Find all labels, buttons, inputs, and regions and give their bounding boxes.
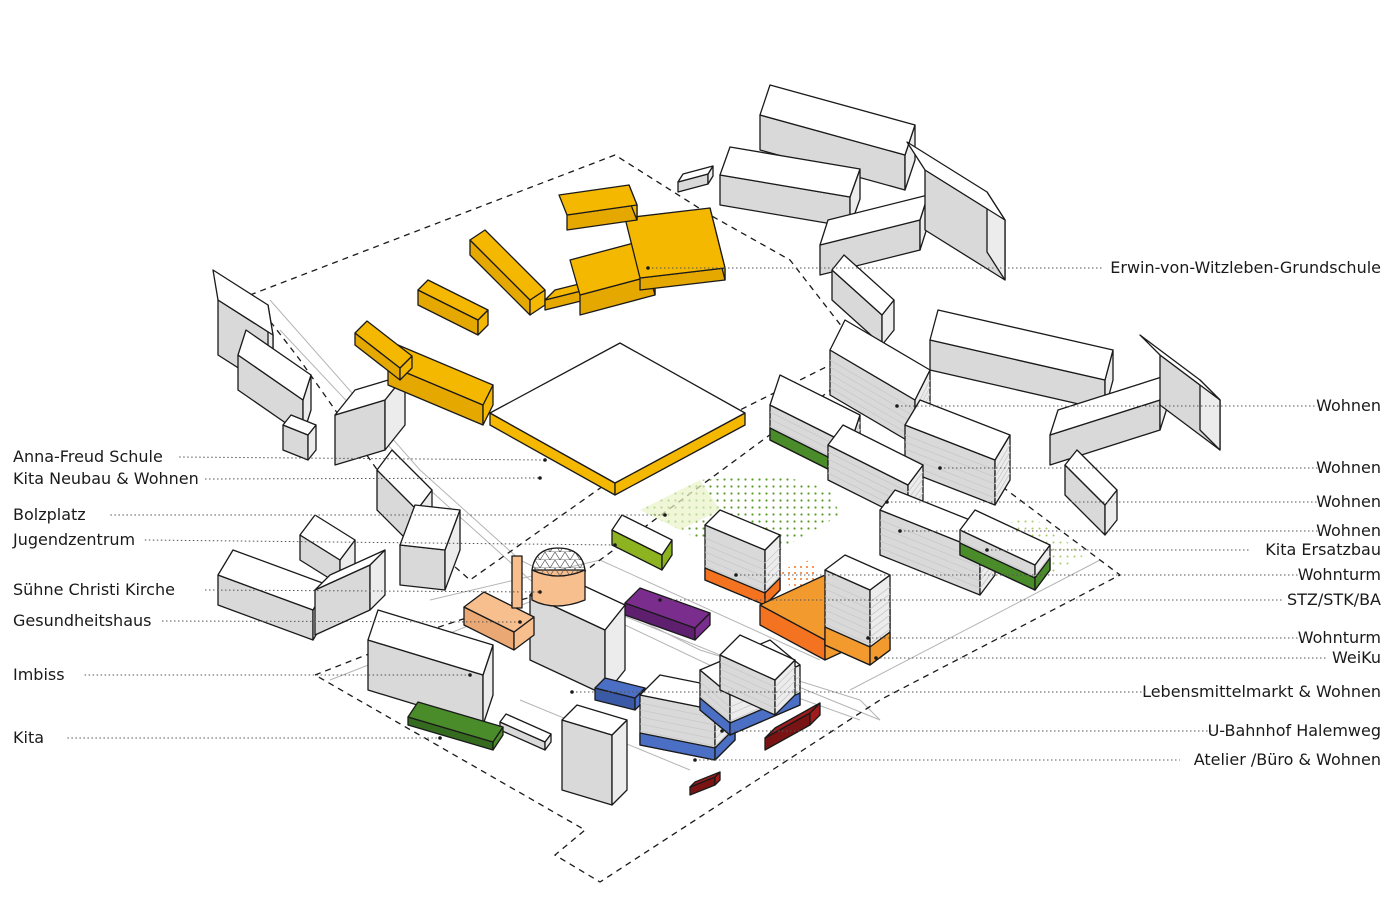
neutral-block: [759, 84, 916, 191]
neutral-block: [1064, 449, 1118, 536]
neutral-block: [831, 254, 895, 346]
site-boundaries: [248, 154, 1122, 883]
anna-freud-school: [489, 342, 746, 496]
label-left: Gesundheitshaus: [13, 611, 151, 630]
neutral-block: [282, 414, 317, 461]
neutral-block: [906, 141, 1006, 281]
atelier-small: [689, 771, 721, 796]
school-wing: [417, 279, 489, 336]
wohnturm-2: [824, 554, 891, 666]
buildings: [212, 84, 1221, 806]
label-right: Wohnen: [1316, 521, 1381, 540]
school-wing: [354, 320, 413, 381]
school-wing: [558, 184, 638, 231]
label-left: Kita Neubau & Wohnen: [13, 469, 199, 488]
jugendzentrum: [611, 514, 673, 571]
neutral-block: [929, 309, 1114, 411]
neutral-block: [314, 549, 386, 636]
neutral-block: [561, 704, 628, 806]
label-right: Wohnen: [1316, 396, 1381, 415]
school-wing: [387, 344, 494, 426]
neutral-block: [399, 504, 461, 591]
imbiss-building: [463, 591, 535, 651]
neutral-block: [1139, 334, 1221, 451]
label-left: Sühne Christi Kirche: [13, 580, 175, 599]
kita-ersatzbau: [959, 509, 1051, 591]
neutral-block: [719, 146, 861, 228]
label-right: STZ/STK/BA: [1287, 590, 1381, 609]
label-right: Erwin-von-Witzleben-Grundschule: [1110, 258, 1381, 277]
school-wing: [469, 229, 546, 316]
stz-stk-ba: [624, 587, 711, 641]
wohnen-block: [904, 399, 1011, 506]
kita: [407, 701, 504, 751]
label-left: Jugendzentrum: [12, 530, 135, 549]
label-right: Kita Ersatzbau: [1265, 540, 1381, 559]
wohnturm: [704, 509, 781, 606]
label-right: Wohnen: [1316, 492, 1381, 511]
neutral-block: [299, 514, 356, 586]
label-right: Atelier /Büro & Wohnen: [1194, 750, 1381, 769]
label-right: WeiKu: [1332, 648, 1381, 667]
neutral-block: [334, 374, 406, 466]
label-left: Imbiss: [13, 665, 65, 684]
label-left: Bolzplatz: [13, 505, 86, 524]
label-right: U-Bahnhof Halemweg: [1208, 721, 1381, 740]
label-left: Anna-Freud Schule: [13, 447, 163, 466]
label-left: Kita: [13, 728, 44, 747]
label-right: Wohnturm: [1298, 628, 1381, 647]
church-building: [511, 547, 586, 609]
neutral-block: [677, 165, 714, 193]
wohnen-block: [719, 634, 796, 716]
label-right: Wohnturm: [1298, 565, 1381, 584]
grundschule: [624, 207, 726, 291]
label-right: Lebensmittelmarkt & Wohnen: [1142, 682, 1381, 701]
market-base: [594, 677, 646, 711]
neutral-block: [499, 713, 552, 751]
label-right: Wohnen: [1316, 458, 1381, 477]
